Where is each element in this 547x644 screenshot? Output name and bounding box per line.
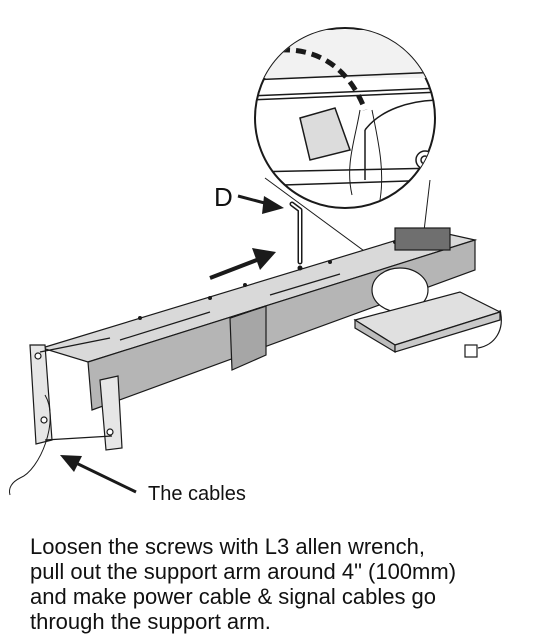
- label-d: D: [214, 182, 233, 212]
- mount-assembly-illustration: [9, 27, 502, 496]
- allen-wrench-icon: [289, 201, 303, 265]
- arrow-icon: [237, 194, 284, 214]
- pull-direction-arrow: [209, 248, 276, 280]
- cables: [9, 394, 51, 496]
- support-arm: [29, 227, 502, 451]
- cables-arrow-icon: [60, 455, 137, 494]
- instruction-line: and make power cable & signal cables go: [30, 584, 437, 609]
- instruction-text: Loosen the screws with L3 allen wrench, …: [30, 534, 545, 634]
- instruction-line: Loosen the screws with L3 allen wrench,: [30, 534, 425, 559]
- instruction-line: pull out the support arm around 4" (100m…: [30, 559, 457, 584]
- magnifier-circle: [254, 27, 436, 209]
- label-the-cables: The cables: [148, 483, 246, 505]
- instruction-line: through the support arm.: [30, 609, 271, 634]
